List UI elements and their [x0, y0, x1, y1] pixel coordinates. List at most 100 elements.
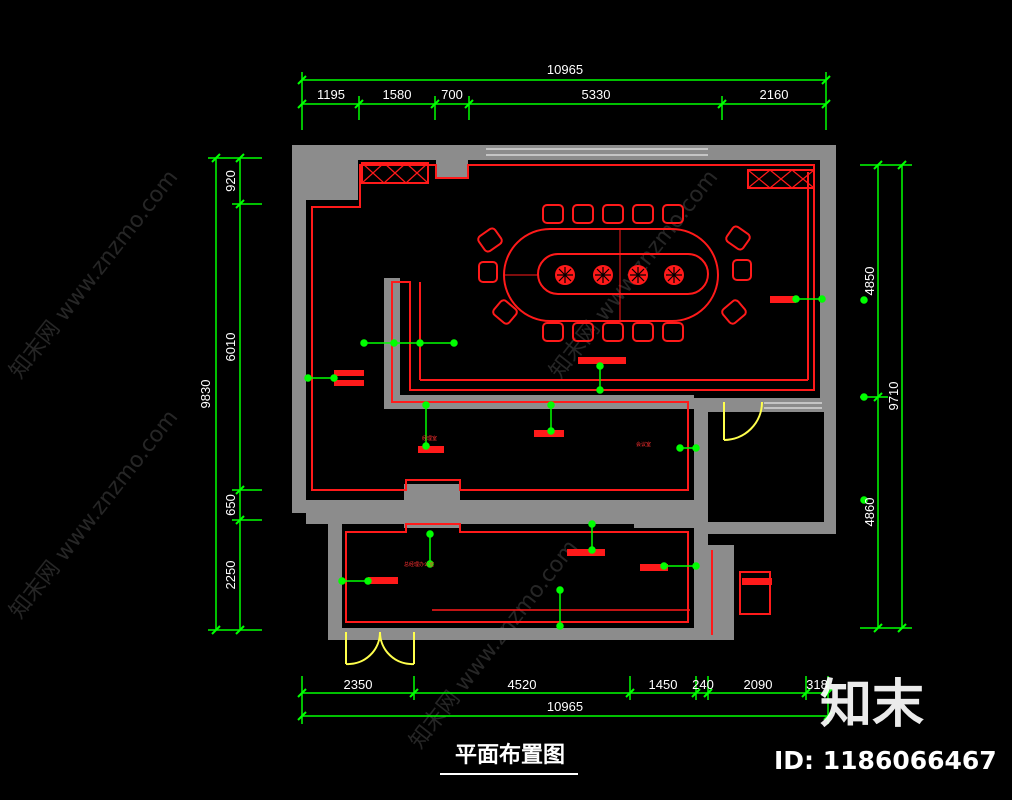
leader-dot [556, 586, 564, 594]
leader-dot [676, 444, 684, 452]
dim-top-segment: 1195 [317, 87, 345, 102]
dim-left-overall: 9830 [198, 380, 213, 409]
dim-top-segment: 5330 [582, 87, 611, 102]
leader-dot [416, 339, 424, 347]
dim-right-segment: 4850 [862, 267, 877, 296]
dim-top-segment: 1580 [383, 87, 412, 102]
right-room-wall [708, 398, 836, 410]
doors [345, 401, 763, 666]
leader-dot [692, 562, 700, 570]
dim-tick [897, 160, 907, 170]
chair [477, 227, 503, 253]
dim-top-overall: 10965 [547, 62, 583, 77]
dim-bottom-segment: 2350 [344, 677, 373, 692]
dim-tick [297, 99, 307, 109]
dim-tick [801, 688, 811, 698]
flower-detail [595, 267, 611, 283]
leader-dot [588, 520, 596, 528]
column [306, 160, 358, 200]
leader-dot [304, 374, 312, 382]
dim-tick [821, 75, 831, 85]
leader-dot [660, 562, 668, 570]
column [404, 484, 460, 528]
leader-markers [304, 295, 868, 630]
leader-dot [422, 401, 430, 409]
leader-dot [596, 386, 604, 394]
leader-dot [547, 401, 555, 409]
dim-right-segment: 4860 [862, 498, 877, 527]
chair [478, 261, 498, 283]
chair [542, 204, 564, 224]
flower-detail [630, 267, 646, 283]
light-fixture [640, 564, 668, 571]
brand-logo: 知末 [820, 675, 924, 735]
dim-tick [717, 99, 727, 109]
entrance-door [378, 631, 415, 666]
conference-table [503, 228, 719, 322]
dim-tick [297, 75, 307, 85]
dim-tick [625, 688, 635, 698]
walls [292, 145, 836, 640]
dim-tick [409, 688, 419, 698]
leader-dot [364, 577, 372, 585]
dim-tick [235, 515, 245, 525]
leader-dot [360, 339, 368, 347]
window [486, 148, 822, 409]
dim-bottom-overall: 10965 [547, 699, 583, 714]
light-fixture [334, 370, 364, 376]
light-fixtures [334, 296, 796, 585]
dim-top-segment: 2160 [760, 87, 789, 102]
side-door [723, 401, 763, 441]
light-fixture [334, 380, 364, 386]
chairs [477, 204, 752, 342]
flower-detail [666, 267, 682, 283]
flower-detail [557, 267, 573, 283]
column [436, 160, 468, 178]
dim-left-segment: 650 [223, 494, 238, 516]
dim-left-segment: 920 [223, 170, 238, 192]
chair [602, 322, 624, 342]
dim-tick [235, 485, 245, 495]
leader-dot [338, 577, 346, 585]
dim-tick [873, 160, 883, 170]
leader-dot [556, 622, 564, 630]
dim-bottom-segment: 318 [806, 677, 828, 692]
light-fixture [368, 577, 398, 584]
dim-bottom-segment: 4520 [508, 677, 537, 692]
dim-tick [691, 688, 701, 698]
partition-wall [306, 500, 634, 524]
watermark-text: 知末网 www.znzmo.com [405, 535, 583, 753]
dim-bottom-segment: 240 [692, 677, 714, 692]
chair [662, 204, 684, 224]
dimension-ticks [211, 75, 907, 721]
lower-wall [328, 513, 708, 640]
chair [542, 322, 564, 342]
leader-dot [450, 339, 458, 347]
dim-left-segment: 2250 [223, 561, 238, 590]
dim-tick [823, 688, 833, 698]
chair [662, 322, 684, 342]
dim-tick [897, 623, 907, 633]
dim-tick [430, 99, 440, 109]
leader-dot [547, 427, 555, 435]
light-fixture [770, 296, 796, 303]
dim-tick [873, 392, 883, 402]
table-flowers [555, 265, 684, 285]
dim-tick [823, 711, 833, 721]
leader-dot [860, 296, 868, 304]
chair [632, 204, 654, 224]
chair [632, 322, 654, 342]
watermark-text: 知末网 www.znzmo.com [5, 405, 183, 623]
dim-tick [873, 623, 883, 633]
leader-dot [792, 295, 800, 303]
room-label: 经理室 [422, 435, 437, 442]
drawing-title: 平面布置图 [455, 742, 565, 768]
leader-dot [390, 339, 398, 347]
room-label: 会议室 [636, 441, 651, 448]
leader-dot [596, 362, 604, 370]
dim-tick [235, 625, 245, 635]
leader-dot [422, 442, 430, 450]
leader-dot [330, 374, 338, 382]
leader-dot [860, 496, 868, 504]
dim-tick [297, 711, 307, 721]
